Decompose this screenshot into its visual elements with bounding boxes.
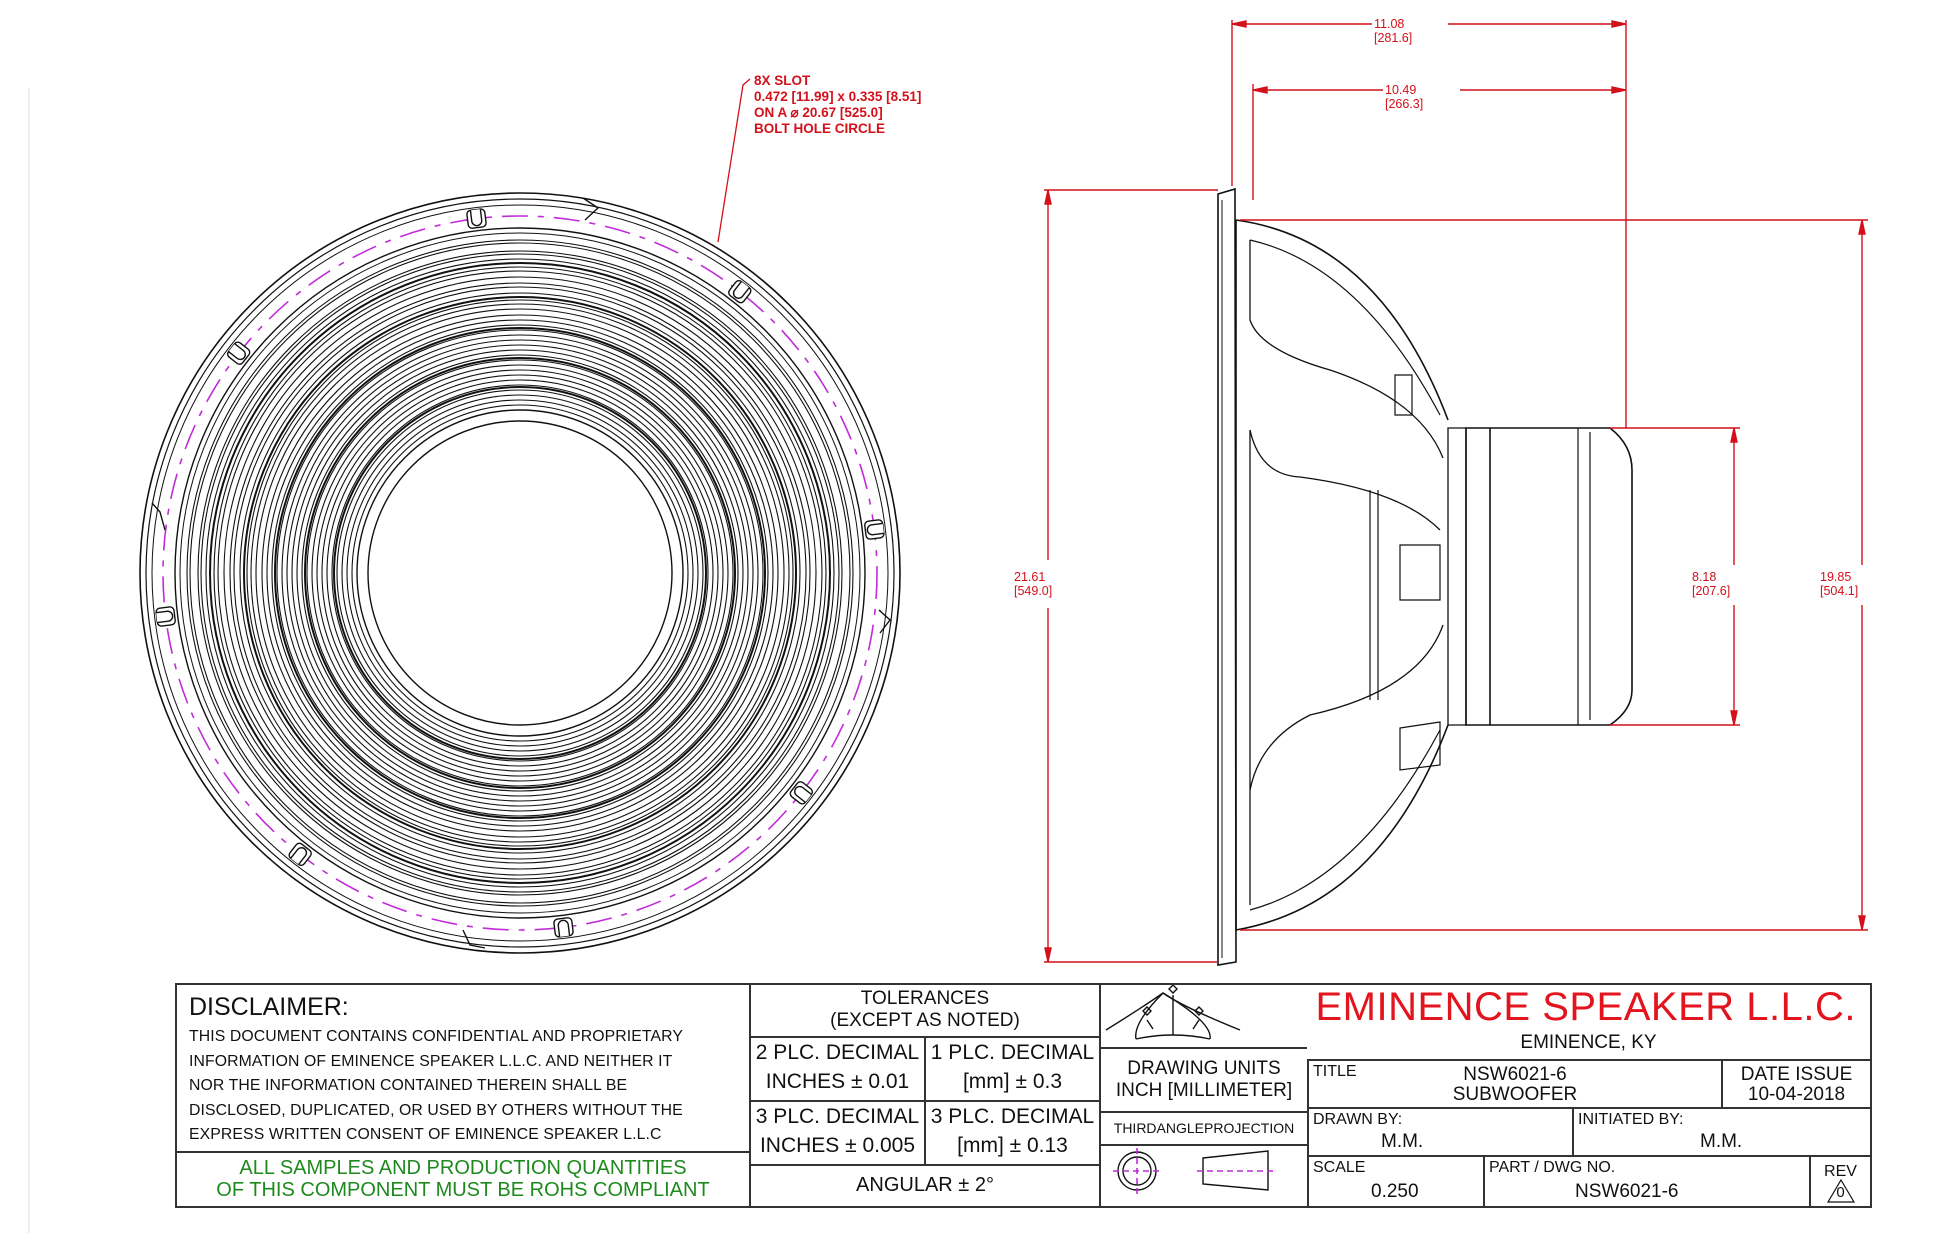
dim-magnet-diameter: 8.18 [207.6] — [1692, 570, 1730, 598]
scale-value: 0.250 — [1371, 1181, 1419, 1202]
units-value: INCH [MILLIMETER] — [1115, 1080, 1293, 1101]
callout-line: ON A ⌀ 20.67 [525.0] — [754, 105, 883, 120]
disclaimer-panel: DISCLAIMER: THIS DOCUMENT CONTAINS CONFI… — [177, 985, 749, 1151]
part-number-cell: PART / DWG NO. NSW6021-6 — [1483, 1155, 1809, 1206]
side-view — [1217, 187, 1633, 966]
rohs-line: ALL SAMPLES AND PRODUCTION QUANTITIES — [239, 1157, 687, 1179]
angular-tolerance: ANGULAR ± 2° — [856, 1174, 994, 1196]
title-cell: TITLE NSW6021-6 SUBWOOFER — [1307, 1059, 1721, 1107]
initiated-by-label: INITIATED BY: — [1578, 1111, 1684, 1128]
scale-label: SCALE — [1313, 1159, 1366, 1176]
disclaimer-line: INFORMATION OF EMINENCE SPEAKER L.L.C. A… — [189, 1052, 673, 1070]
dim-inch: 11.08 — [1374, 17, 1405, 31]
bolt-slot-callout: 8X SLOT 0.472 [11.99] x 0.335 [8.51] ON … — [754, 73, 921, 137]
drawn-by-label: DRAWN BY: — [1313, 1111, 1403, 1128]
projection-cell: THIRDANGLEPROJECTION — [1099, 1111, 1307, 1144]
initiated-by-cell: INITIATED BY: M.M. — [1572, 1107, 1870, 1155]
disclaimer-line: DISCLOSED, DUPLICATED, OR USED BY OTHERS… — [189, 1101, 683, 1119]
projection-label: THIRDANGLEPROJECTION — [1113, 1120, 1295, 1136]
company-location: EMINENCE, KY — [1520, 1032, 1657, 1053]
tolerance-3plc-in: 3 PLC. DECIMAL INCHES ± 0.005 — [749, 1100, 924, 1164]
company-cell: EMINENCE SPEAKER L.L.C. EMINENCE, KY — [1307, 985, 1870, 1059]
revision-triangle-icon — [1826, 1179, 1856, 1203]
disclaimer-line: THIS DOCUMENT CONTAINS CONFIDENTIAL AND … — [189, 1028, 683, 1045]
dim-mm: [549.0] — [1014, 584, 1053, 598]
tolerance-3plc-mm: 3 PLC. DECIMAL [mm] ± 0.13 — [924, 1100, 1099, 1164]
dim-mm: [281.6] — [1374, 31, 1413, 45]
dim-inch: 10.49 — [1385, 83, 1417, 97]
drawing-units-cell: DRAWING UNITS INCH [MILLIMETER] — [1099, 1047, 1307, 1111]
drawn-by-value: M.M. — [1381, 1131, 1424, 1152]
tolerances-title: TOLERANCES — [860, 988, 990, 1009]
scale-cell: SCALE 0.250 — [1307, 1155, 1483, 1206]
tolerance-label: 1 PLC. DECIMAL — [930, 1041, 1095, 1064]
dim-baffle-diameter: 19.85 [504.1] — [1820, 570, 1858, 598]
date-value: 10-04-2018 — [1747, 1084, 1846, 1105]
callout-leader — [717, 78, 751, 243]
revision-cell: REV 0 — [1809, 1155, 1870, 1206]
part-number-label: PART / DWG NO. — [1489, 1159, 1616, 1176]
title-line: NSW6021-6 — [1463, 1064, 1567, 1085]
dim-inch: 21.61 — [1014, 570, 1046, 584]
rohs-panel: ALL SAMPLES AND PRODUCTION QUANTITIES OF… — [177, 1151, 749, 1206]
tolerance-label: 2 PLC. DECIMAL — [755, 1041, 920, 1064]
revision-value: 0 — [1836, 1184, 1845, 1201]
dimension-lines — [1044, 20, 1868, 963]
callout-line: 8X SLOT — [754, 73, 811, 88]
disclaimer-line: EXPRESS WRITTEN CONSENT OF EMINENCE SPEA… — [189, 1126, 662, 1144]
initiated-by-value: M.M. — [1700, 1131, 1743, 1152]
title-label: TITLE — [1313, 1063, 1357, 1080]
date-label: DATE ISSUE — [1740, 1064, 1853, 1085]
callout-line: 0.472 [11.99] x 0.335 [8.51] — [754, 89, 922, 104]
dim-outer-diameter: 21.61 [549.0] — [1014, 570, 1052, 598]
tolerance-value: INCHES ± 0.005 — [759, 1134, 916, 1157]
dim-inch: 8.18 — [1692, 570, 1717, 584]
part-number-value: NSW6021-6 — [1575, 1181, 1679, 1202]
dim-mm: [504.1] — [1820, 584, 1859, 598]
tolerance-label: 3 PLC. DECIMAL — [755, 1105, 920, 1128]
projection-symbol-cell — [1099, 1144, 1307, 1206]
drawn-by-cell: DRAWN BY: M.M. — [1307, 1107, 1572, 1155]
crown-logo-icon — [1105, 985, 1241, 1040]
title-block: DISCLAIMER: THIS DOCUMENT CONTAINS CONFI… — [175, 983, 1872, 1208]
company-name: EMINENCE SPEAKER L.L.C. — [1315, 985, 1856, 1029]
rohs-line: OF THIS COMPONENT MUST BE ROHS COMPLIANT — [216, 1179, 710, 1201]
tolerances-heading: TOLERANCES (EXCEPT AS NOTED) — [749, 985, 1099, 1036]
tolerance-2plc-in: 2 PLC. DECIMAL INCHES ± 0.01 — [749, 1036, 924, 1100]
tolerance-label: 3 PLC. DECIMAL — [930, 1105, 1095, 1128]
disclaimer-line: NOR THE INFORMATION CONTAINED THEREIN SH… — [189, 1077, 628, 1095]
logo-cell — [1099, 985, 1307, 1047]
front-view — [139, 192, 901, 954]
tolerance-value: INCHES ± 0.01 — [765, 1070, 910, 1093]
dim-mm: [266.3] — [1385, 97, 1424, 111]
disclaimer-text: THIS DOCUMENT CONTAINS CONFIDENTIAL AND … — [189, 1025, 683, 1148]
revision-label: REV — [1824, 1163, 1857, 1180]
dim-mm: [207.6] — [1692, 584, 1731, 598]
tolerance-value: [mm] ± 0.13 — [957, 1134, 1068, 1157]
date-cell: DATE ISSUE 10-04-2018 — [1721, 1059, 1870, 1107]
title-line: SUBWOOFER — [1452, 1084, 1578, 1105]
callout-line: BOLT HOLE CIRCLE — [754, 121, 885, 136]
tolerance-angular: ANGULAR ± 2° — [749, 1164, 1099, 1206]
dim-overall-depth: 11.08 [281.6] — [1374, 17, 1412, 45]
tolerances-subtitle: (EXCEPT AS NOTED) — [830, 1010, 1020, 1031]
tolerance-value: [mm] ± 0.3 — [962, 1070, 1063, 1093]
third-angle-projection-icon — [1113, 1148, 1273, 1198]
disclaimer-heading: DISCLAIMER: — [189, 993, 349, 1021]
units-heading: DRAWING UNITS — [1127, 1058, 1281, 1079]
dim-mount-depth: 10.49 [266.3] — [1385, 83, 1423, 111]
dim-inch: 19.85 — [1820, 570, 1852, 584]
tolerance-1plc-mm: 1 PLC. DECIMAL [mm] ± 0.3 — [924, 1036, 1099, 1100]
